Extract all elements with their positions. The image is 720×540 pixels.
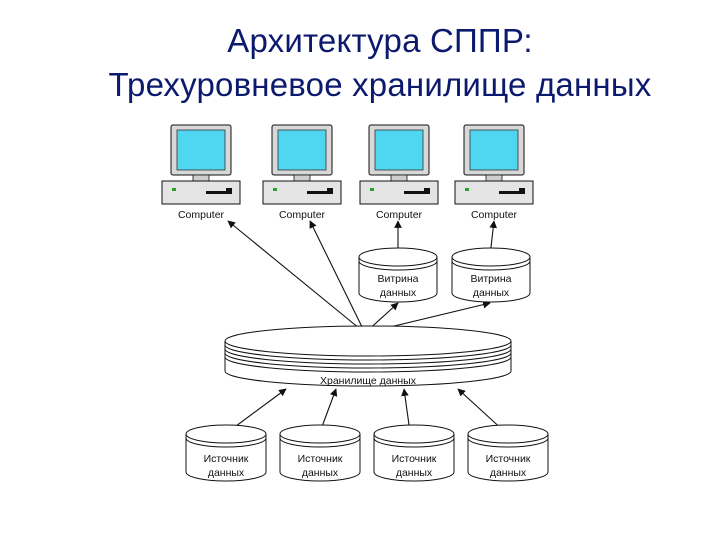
data-mart-2: Витрина данных xyxy=(451,247,531,303)
database-icon xyxy=(224,325,512,387)
data-warehouse-label: Хранилище данных xyxy=(320,375,417,387)
data-source-label-line-1: Источник xyxy=(392,453,437,465)
computer-label: Computer xyxy=(279,209,326,221)
computer-icon xyxy=(161,124,241,205)
database-icon xyxy=(467,424,549,482)
data-source-label-line-2: данных xyxy=(396,467,433,479)
arrow-warehouse-to-computer-1 xyxy=(227,220,366,334)
data-source-label-line-1: Источник xyxy=(486,453,531,465)
database-icon xyxy=(358,247,438,303)
data-mart-label-line-2: данных xyxy=(473,287,510,299)
data-mart-label-line-1: Витрина xyxy=(470,273,511,285)
arrow-source-1-to-warehouse xyxy=(227,388,287,433)
computer-label: Computer xyxy=(471,209,518,221)
data-warehouse: Хранилище данных xyxy=(224,325,512,387)
data-source-2: Источник данных xyxy=(279,424,361,482)
computer-icon xyxy=(262,124,342,205)
data-source-1: Источник данных xyxy=(185,424,267,482)
data-mart-label-line-2: данных xyxy=(380,287,417,299)
data-source-label-line-2: данных xyxy=(302,467,339,479)
computer-icon xyxy=(454,124,534,205)
computer-label: Computer xyxy=(178,209,225,221)
database-icon xyxy=(373,424,455,482)
computer-label: Computer xyxy=(376,209,423,221)
data-source-label-line-1: Источник xyxy=(204,453,249,465)
computer-2: Computer xyxy=(262,124,342,221)
database-icon xyxy=(185,424,267,482)
data-source-label-line-2: данных xyxy=(490,467,527,479)
slide-title-line-2: Трехуровневое хранилище данных xyxy=(108,66,652,103)
data-source-3: Источник данных xyxy=(373,424,455,482)
arrow-warehouse-to-computer-2 xyxy=(309,220,366,334)
data-source-label-line-2: данных xyxy=(208,467,245,479)
computer-3: Computer xyxy=(359,124,439,221)
computer-icon xyxy=(359,124,439,205)
computer-1: Computer xyxy=(161,124,241,221)
data-source-label-line-1: Источник xyxy=(298,453,343,465)
computer-4: Computer xyxy=(454,124,534,221)
database-icon xyxy=(279,424,361,482)
slide-title-line-1: Архитектура СППР: xyxy=(227,22,533,59)
database-icon xyxy=(451,247,531,303)
data-source-4: Источник данных xyxy=(467,424,549,482)
data-mart-1: Витрина данных xyxy=(358,247,438,303)
data-mart-label-line-1: Витрина xyxy=(377,273,418,285)
